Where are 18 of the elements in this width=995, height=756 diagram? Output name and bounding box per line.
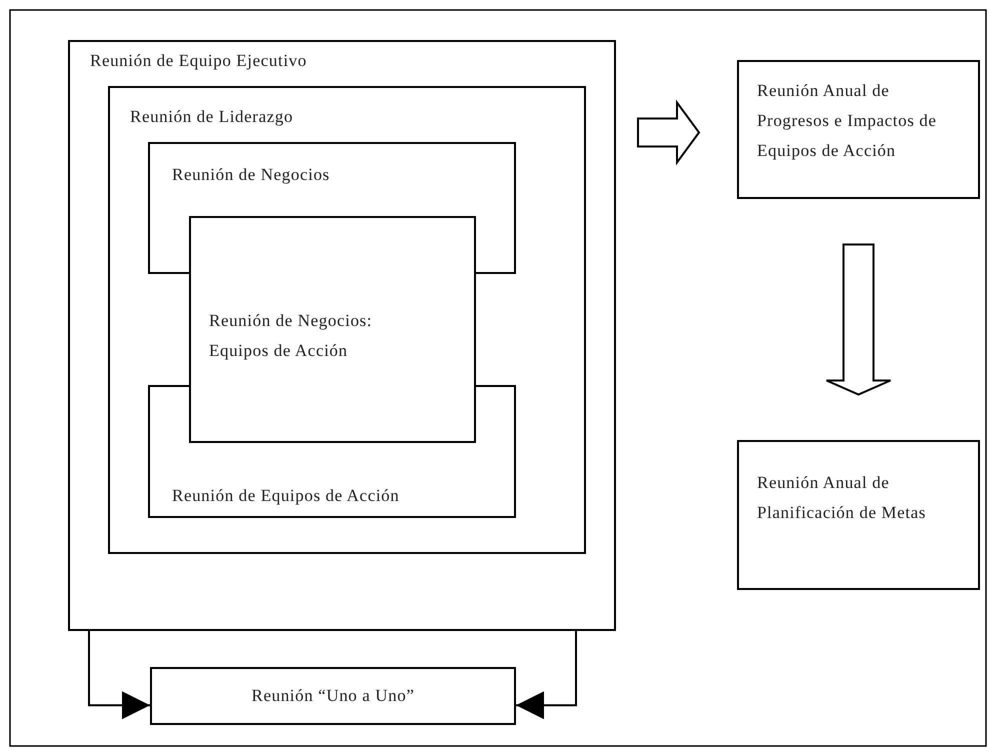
meeting-label: Reunión Anual de Planificación de Metas bbox=[757, 472, 927, 524]
meeting-label: Reunión de Liderazgo bbox=[130, 106, 294, 128]
block-arrow bbox=[637, 99, 700, 166]
block-arrow bbox=[826, 244, 892, 396]
meeting-box bbox=[737, 60, 980, 199]
connector-arrow bbox=[516, 631, 577, 720]
meeting-label: Reunión de Negocios bbox=[172, 164, 330, 186]
meeting-box bbox=[108, 86, 586, 554]
connector-arrow bbox=[88, 631, 150, 720]
meeting-box bbox=[189, 216, 476, 443]
meeting-label: Reunión “Uno a Uno” bbox=[250, 685, 416, 707]
meeting-label: Reunión de Equipo Ejecutivo bbox=[90, 50, 307, 72]
meeting-box bbox=[68, 40, 616, 631]
meeting-label: Reunión de Equipos de Acción bbox=[172, 485, 400, 507]
meeting-label: Reunión Anual de Progresos e Impactos de Equipos de Acción bbox=[757, 80, 938, 162]
meeting-label: Reunión de Negocios: Equipos de Acción bbox=[209, 310, 374, 362]
meeting-box bbox=[737, 440, 980, 590]
meeting-box bbox=[150, 667, 516, 725]
